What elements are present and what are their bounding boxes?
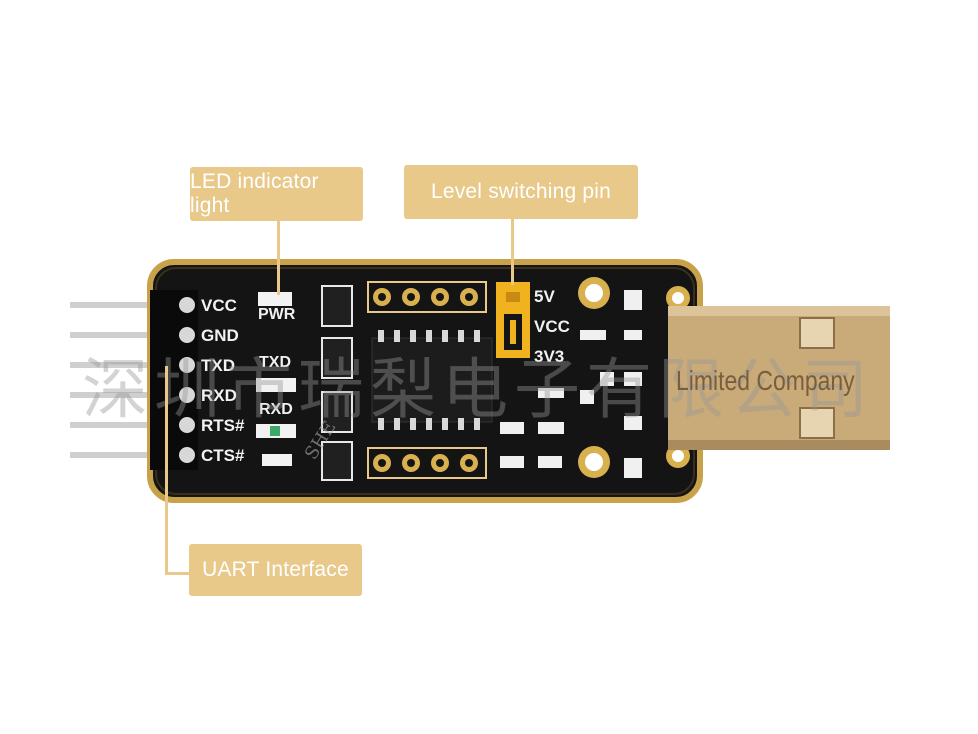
watermark-chinese: 深圳市瑞梨电子有限公司	[82, 351, 874, 428]
pin-label-rxd: RXD	[201, 386, 237, 405]
passive-components	[500, 290, 642, 478]
pin-label-gnd: GND	[201, 326, 239, 345]
pin-label-txd: TXD	[201, 356, 235, 375]
pin-pads-bottom	[367, 447, 487, 479]
header-pins	[70, 302, 155, 458]
callout-uart-interface: UART Interface	[189, 544, 362, 596]
sot-components	[321, 285, 353, 481]
led-label-rxd: RXD	[259, 401, 293, 418]
led-label-pwr: PWR	[258, 306, 296, 323]
uart-leader-elbow	[165, 572, 191, 575]
pin-label-rts: RTS#	[201, 416, 245, 435]
callout-level-switching: Level switching pin	[404, 165, 638, 219]
pin-pads-top	[367, 281, 487, 313]
watermark-english: Limited Company	[676, 365, 855, 396]
led-leader-line	[277, 221, 280, 295]
uart-leader-line	[165, 366, 168, 574]
header-solder-pads	[179, 297, 195, 463]
led-label-txd: TXD	[259, 354, 291, 371]
pin-label-vcc: VCC	[201, 296, 237, 315]
header-housing	[150, 290, 198, 470]
voltage-label-vcc: VCC	[534, 317, 570, 336]
uart-chip	[371, 330, 493, 430]
usb-a-connector	[668, 306, 890, 450]
voltage-label-3v3: 3V3	[534, 347, 565, 366]
level-leader-line	[511, 219, 514, 285]
pin-label-cts: CTS#	[201, 446, 245, 465]
level-jumper	[496, 282, 530, 358]
led-pads	[256, 292, 296, 466]
voltage-label-5v: 5V	[534, 287, 555, 306]
callout-led-indicator: LED indicator light	[190, 167, 363, 221]
